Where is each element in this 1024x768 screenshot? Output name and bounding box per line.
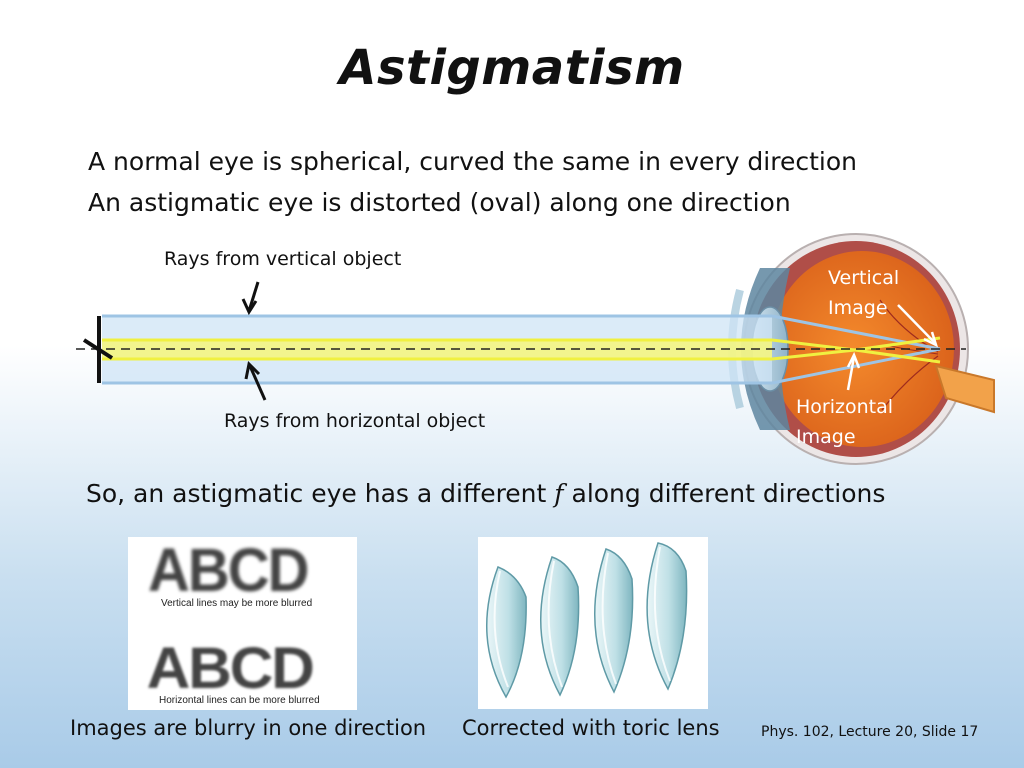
- toric-lens-caption: Corrected with toric lens: [462, 716, 720, 740]
- contact-lens: [486, 566, 527, 699]
- slide-title: Astigmatism: [339, 40, 685, 96]
- focal-length-symbol: f: [554, 479, 564, 508]
- body-line-normal-eye: A normal eye is spherical, curved the sa…: [88, 147, 857, 176]
- abcd-vertical-caption: Vertical lines may be more blurred: [161, 598, 313, 609]
- abcd-horizontal-caption: Horizontal lines can be more blurred: [159, 695, 320, 706]
- horizontal-object-bar: [82, 338, 114, 360]
- arrow-to-horizontal-image: [846, 351, 861, 391]
- vertical-image-label: Vertical Image: [828, 267, 900, 319]
- blurry-letters-image: ABCD Vertical lines may be more blurred …: [128, 536, 357, 710]
- arrow-to-vertical-rays: [241, 281, 260, 316]
- toric-lenses-illustration: [486, 542, 688, 699]
- rays-horizontal-object-label: Rays from horizontal object: [224, 410, 486, 432]
- slide-footer: Phys. 102, Lecture 20, Slide 17: [761, 724, 979, 740]
- abcd-vertical-blur: ABCD: [148, 536, 310, 605]
- abcd-horizontal-blur: ABCD: [146, 636, 315, 701]
- arrow-to-horizontal-rays: [244, 360, 267, 401]
- contact-lens: [540, 556, 580, 697]
- conclusion-line: So, an astigmatic eye has a different f …: [86, 479, 886, 508]
- toric-lens-image: [478, 537, 708, 709]
- horizontal-image-label: Horizontal Image: [796, 396, 894, 448]
- body-line-astigmatic-eye: An astigmatic eye is distorted (oval) al…: [88, 188, 791, 217]
- rays-vertical-object-label: Rays from vertical object: [164, 248, 402, 270]
- contact-lens: [594, 548, 634, 694]
- arrow-to-vertical-image: [897, 304, 939, 348]
- blurry-image-caption: Images are blurry in one direction: [70, 716, 427, 740]
- contact-lens: [646, 542, 688, 691]
